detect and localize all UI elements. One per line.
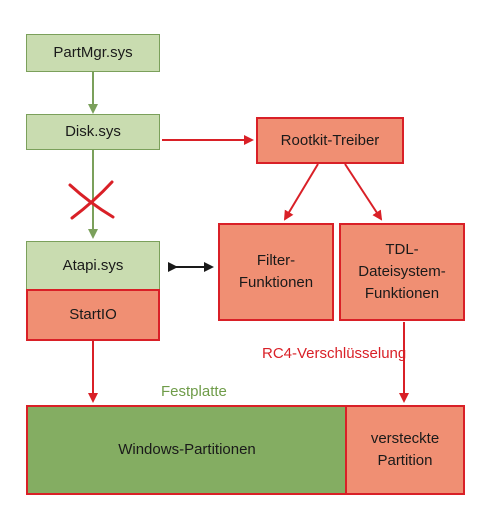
node-windows-partitions: Windows-Partitionen [26,405,348,495]
node-rootkit-driver: Rootkit-Treiber [256,117,404,164]
node-atapi: Atapi.sys [26,241,160,290]
node-tdl-filesystem-functions: TDL- Dateisystem- Funktionen [339,223,465,321]
node-disk: Disk.sys [26,114,160,150]
node-partmgr: PartMgr.sys [26,34,160,72]
node-hidden-partition: versteckte Partition [345,405,465,495]
label-rc4-encryption: RC4-Verschlüsselung [262,345,407,362]
label-festplatte: Festplatte [161,383,227,400]
node-filter-functions: Filter- Funktionen [218,223,334,321]
node-startio: StartIO [26,289,160,341]
edge-rootkit-tdl [344,163,383,221]
blocked-cross-mark [68,180,115,220]
edge-rootkit-filter [283,163,319,221]
